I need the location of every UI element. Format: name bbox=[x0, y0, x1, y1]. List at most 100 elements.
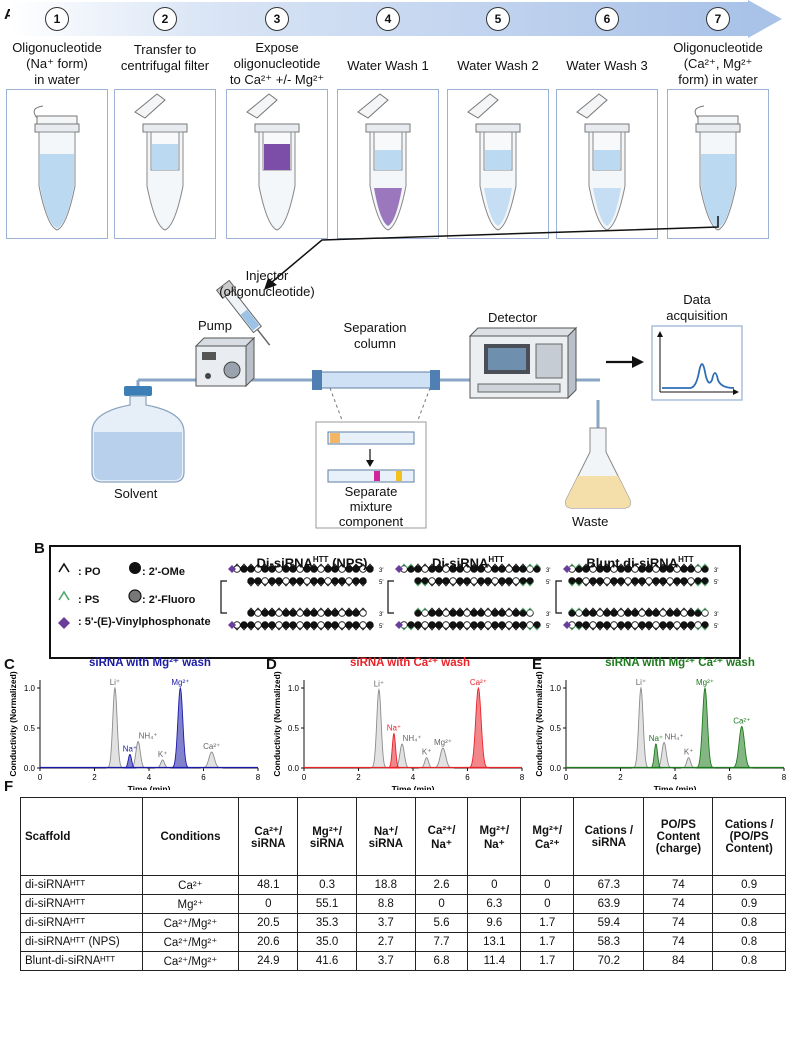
strand-end-label: 5' bbox=[546, 580, 550, 586]
po-linkage bbox=[645, 563, 653, 569]
po-linkage bbox=[359, 625, 367, 631]
po-linkage bbox=[310, 581, 318, 587]
step-label-line: Water Wash 2 bbox=[457, 58, 539, 73]
po-linkage bbox=[673, 607, 681, 613]
po-linkage bbox=[505, 581, 513, 587]
vinylphosphonate-mark bbox=[395, 621, 403, 629]
nucleotide-dot bbox=[610, 577, 618, 585]
nucleotide-dot bbox=[603, 609, 611, 617]
nucleotide-dot bbox=[687, 577, 695, 585]
nucleotide-dot bbox=[694, 621, 702, 629]
nucleotide-dot bbox=[666, 565, 674, 573]
po-linkage bbox=[589, 625, 597, 631]
po-linkage bbox=[268, 581, 276, 587]
vinylphosphonate-mark bbox=[228, 565, 236, 573]
po-linkage bbox=[428, 607, 436, 613]
step-label-line: Water Wash 3 bbox=[566, 58, 648, 73]
y-tick-label: 1.0 bbox=[550, 684, 562, 693]
scaffold-sup: HTT bbox=[678, 555, 694, 564]
nucleotide-dot bbox=[638, 609, 646, 617]
po-linkage bbox=[282, 625, 290, 631]
chromatogram-peak bbox=[106, 686, 124, 769]
po-linkage bbox=[352, 563, 360, 569]
nucleotide-dot bbox=[268, 609, 276, 617]
table-header-cell: Ca²⁺/ Na⁺ bbox=[414, 797, 469, 876]
po-linkage bbox=[254, 625, 262, 631]
po-linkage bbox=[491, 625, 499, 631]
nucleotide-dot bbox=[694, 565, 702, 573]
nucleotide-dot bbox=[652, 609, 660, 617]
linker-line bbox=[387, 580, 394, 614]
po-linkage bbox=[645, 607, 653, 613]
table-cell: Blunt-di-siRNAᴴᵀᵀ bbox=[20, 951, 143, 971]
injector-label: Injector (oligonucleotide) bbox=[212, 268, 322, 300]
po-linkage bbox=[359, 607, 367, 613]
po-linkage bbox=[498, 607, 506, 613]
po-linkage bbox=[652, 625, 660, 631]
injector-syringe bbox=[215, 279, 271, 346]
peak-label: NH₄⁺ bbox=[403, 734, 422, 743]
nucleotide-dot bbox=[289, 621, 297, 629]
step-tube-panel bbox=[556, 89, 658, 239]
peak-label: Ca²⁺ bbox=[733, 716, 750, 725]
po-linkage bbox=[589, 563, 597, 569]
step-label-line: Oligonucleotide bbox=[12, 40, 102, 55]
nucleotide-dot bbox=[366, 621, 374, 629]
peak-label: Na⁺ bbox=[123, 744, 137, 753]
po-linkage bbox=[491, 607, 499, 613]
table-cell: Mg²⁺ bbox=[141, 894, 240, 914]
table-cell: 63.9 bbox=[573, 894, 645, 914]
po-linkage bbox=[449, 581, 457, 587]
po-linkage bbox=[289, 625, 297, 631]
po-linkage bbox=[617, 563, 625, 569]
po-linkage bbox=[338, 563, 346, 569]
scaffold-sup: HTT bbox=[488, 555, 504, 564]
y-axis-label: Conductivity (Normalized) bbox=[8, 671, 18, 776]
peak-label: K⁺ bbox=[684, 748, 694, 757]
po-linkage bbox=[589, 581, 597, 587]
nucleotide-dot bbox=[652, 565, 660, 573]
po-linkage bbox=[596, 581, 604, 587]
po-linkage bbox=[687, 607, 695, 613]
panel-label-c: C bbox=[4, 656, 15, 673]
ps-linkage bbox=[568, 563, 576, 569]
ps-linkage bbox=[421, 607, 429, 613]
step-tube-panel bbox=[337, 89, 439, 239]
peak-label: Li⁺ bbox=[374, 680, 384, 689]
po-linkage bbox=[610, 563, 618, 569]
po-linkage bbox=[317, 563, 325, 569]
po-linkage bbox=[296, 563, 304, 569]
table-cell: 7.7 bbox=[414, 932, 469, 952]
step-label-line: in water bbox=[34, 72, 80, 87]
scaffold-suffix: (NPS) bbox=[328, 555, 368, 571]
table-header-cell: Ca²⁺/ siRNA bbox=[238, 797, 299, 876]
table-cell: 18.8 bbox=[355, 875, 416, 895]
po-linkage bbox=[268, 563, 276, 569]
po-linkage bbox=[477, 625, 485, 631]
nucleotide-dot bbox=[596, 609, 604, 617]
nucleotide-dot bbox=[617, 609, 625, 617]
separate-label-line: Separate bbox=[344, 484, 398, 499]
po-linkage bbox=[456, 581, 464, 587]
detector-label: Detector bbox=[488, 310, 538, 325]
vinylphosphonate-mark bbox=[563, 621, 571, 629]
po-linkage bbox=[317, 581, 325, 587]
po-linkage bbox=[317, 607, 325, 613]
po-linkage bbox=[617, 607, 625, 613]
po-linkage bbox=[582, 581, 590, 587]
legend-ps: : PS bbox=[78, 594, 100, 606]
scaffold-name: Di-siRNA bbox=[432, 555, 489, 571]
table-cell: 35.3 bbox=[297, 913, 357, 933]
strand-end-label: 3' bbox=[379, 612, 383, 618]
po-linkage bbox=[463, 581, 471, 587]
nucleotide-dot bbox=[366, 565, 374, 573]
po-linkage bbox=[638, 581, 646, 587]
po-linkage bbox=[484, 625, 492, 631]
nucleotide-dot bbox=[617, 621, 625, 629]
nucleotide-dot bbox=[631, 621, 639, 629]
nucleotide-dot bbox=[575, 565, 583, 573]
po-linkage bbox=[512, 563, 520, 569]
scaffold-title-di: Di-siRNAHTT bbox=[398, 555, 538, 570]
